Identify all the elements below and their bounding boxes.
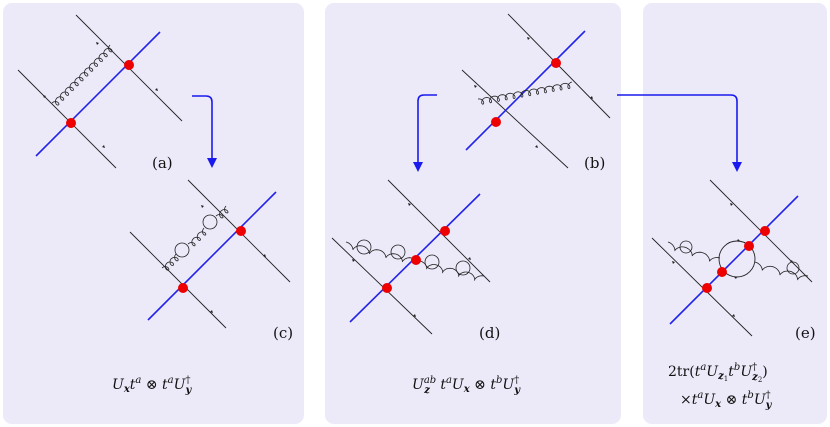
target-line [147,191,277,321]
label-d: (d) [479,324,500,342]
formula-e-line1: 2tr(taUz1tbU†z2) [668,362,768,384]
vertex [382,283,392,293]
gluon-line [187,227,207,247]
vertex [760,226,770,236]
diagram-b [461,13,611,169]
arrow-a-to-c [192,95,217,168]
quark-line [331,237,433,335]
ghost-loop [174,242,190,258]
label-e: (e) [795,324,816,342]
diagram-a [17,14,183,169]
gluon-line [754,261,809,281]
vertex [411,255,421,265]
vertex [717,267,727,277]
gluon-line [215,205,229,219]
quark-line [387,179,491,283]
diagram-c [129,179,291,329]
label-a: (a) [152,154,173,172]
vertex [744,241,754,251]
label-b: (b) [584,154,605,172]
vertex [124,60,134,70]
ghost-loop [679,240,693,254]
vertex [551,58,561,68]
gluon-line [345,241,413,263]
diagram-e [651,179,813,337]
gluon-line [477,81,573,105]
vertex [236,226,246,236]
panel-middle [325,3,621,424]
gluon-line [161,253,179,271]
quark-line [17,69,117,169]
arrow-b-to-e [617,94,742,172]
quark-line [651,237,753,337]
gluon-line [419,260,485,281]
ghost-loop [202,214,218,230]
gluon-line [51,44,113,106]
ghost-loop [390,244,406,260]
ghost-loop [786,261,800,275]
label-c: (c) [273,324,293,342]
quark-line [461,69,569,169]
ghost-loop [356,239,372,255]
ghost-loop [455,260,471,276]
gluon-line [667,241,721,262]
formula-e-line2: ×taUx ⊗ tbU†y [680,390,773,411]
ghost-loop [424,254,440,270]
panel-right [643,3,827,424]
arrow-b-to-d [413,94,437,172]
vertex [702,283,712,293]
target-line [35,31,161,157]
diagram-d [331,179,491,335]
vertex [178,283,188,293]
target-line [669,195,799,325]
formula-c: Uxta ⊗ taU†y [112,375,192,396]
vertex [491,117,501,127]
vertex [66,118,76,128]
vertex [440,226,450,236]
quark-line [129,231,227,329]
